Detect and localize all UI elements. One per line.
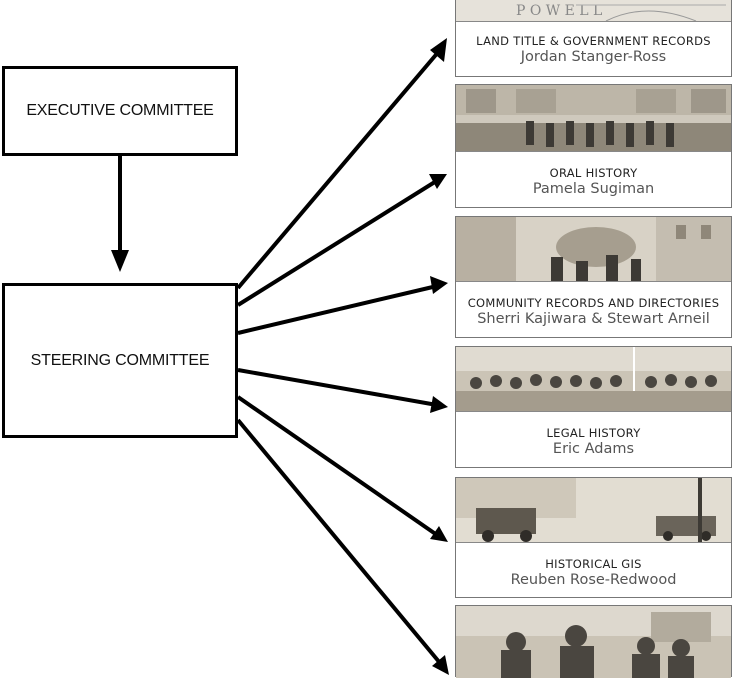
arrowhead-5: [430, 526, 448, 542]
arrowhead-3: [430, 276, 448, 294]
executive-committee-box: EXECUTIVE COMMITTEE: [2, 66, 238, 156]
cluster-card-historical-gis: HISTORICAL GIS Reuben Rose-Redwood: [455, 477, 732, 598]
steering-committee-label: STEERING COMMITTEE: [30, 351, 210, 369]
steering-committee-box: STEERING COMMITTEE: [2, 283, 238, 438]
cluster-lead: Reuben Rose-Redwood: [510, 572, 677, 588]
arrow-to-cluster-6: [236, 418, 442, 665]
cluster-title: HISTORICAL GIS: [545, 557, 642, 571]
cluster-title: ORAL HISTORY: [549, 166, 638, 180]
arrow-to-cluster-4: [237, 368, 438, 407]
arrowhead-1: [430, 38, 447, 62]
cluster-card-oral-history: ORAL HISTORY Pamela Sugiman: [455, 84, 732, 208]
arrowhead-6: [432, 655, 449, 675]
arrowhead-2: [429, 174, 447, 189]
cluster-title: LAND TITLE & GOVERNMENT RECORDS: [476, 34, 711, 48]
svg-text:P O W E L L: P O W E L L: [516, 3, 602, 19]
exec-to-steering-arrowhead: [111, 250, 129, 272]
cluster-photo: [456, 347, 731, 412]
cluster-lead: Eric Adams: [552, 441, 635, 457]
arrow-to-cluster-2: [236, 178, 440, 307]
cluster-photo: P O W E L L: [456, 0, 731, 22]
cluster-photo: [456, 478, 731, 543]
cluster-lead: Sherri Kajiwara & Stewart Arneil: [477, 311, 710, 327]
arrowhead-4: [430, 396, 448, 413]
arrow-to-cluster-5: [236, 395, 439, 537]
cluster-card-6: [455, 605, 732, 678]
cluster-card-land-title: P O W E L L LAND TITLE & GOVERNMENT RECO…: [455, 0, 732, 77]
cluster-lead: Pamela Sugiman: [532, 181, 655, 197]
cluster-card-legal-history: LEGAL HISTORY Eric Adams: [455, 346, 732, 468]
arrow-to-cluster-1: [236, 48, 442, 290]
arrow-to-cluster-3: [237, 284, 438, 335]
cluster-lead: Jordan Stanger-Ross: [520, 49, 667, 65]
cluster-card-community-records: COMMUNITY RECORDS AND DIRECTORIES Sherri…: [455, 216, 732, 338]
cluster-title: COMMUNITY RECORDS AND DIRECTORIES: [467, 296, 720, 310]
cluster-title: LEGAL HISTORY: [546, 426, 641, 440]
cluster-photo: [456, 606, 731, 678]
cluster-photo: [456, 85, 731, 152]
cluster-photo: [456, 217, 731, 282]
executive-committee-label: EXECUTIVE COMMITTEE: [26, 102, 214, 119]
